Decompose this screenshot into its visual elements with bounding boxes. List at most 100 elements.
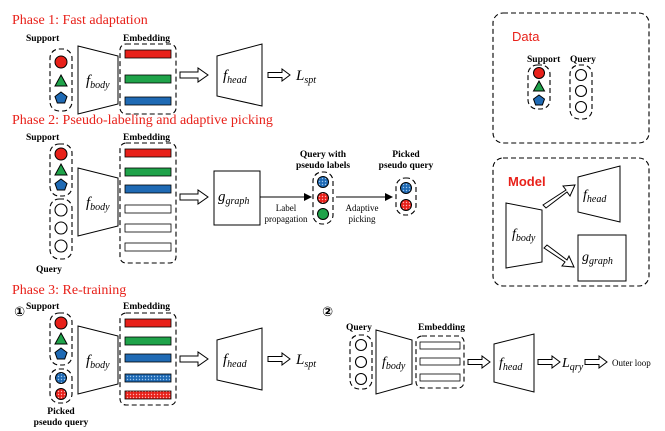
- rectangle-icon: [124, 148, 172, 158]
- phase1-body-fn: fbody: [86, 73, 110, 91]
- circle-icon: [354, 355, 368, 369]
- pentagon-icon: [54, 347, 68, 360]
- circle-icon: [317, 208, 329, 220]
- phase1-loss: Lspt: [295, 68, 316, 86]
- pentagon-icon: [54, 91, 68, 104]
- triangle-icon: [54, 331, 68, 345]
- phase2-graph-fn: ggraph: [218, 189, 249, 207]
- phase3-query-group: [349, 334, 373, 390]
- rectangle-icon: [124, 223, 172, 233]
- circle-icon: [54, 221, 68, 235]
- phase1-head-fn: fhead: [223, 68, 248, 86]
- circle-icon: [54, 316, 68, 330]
- phase3-embedding2-label: Embedding: [418, 323, 465, 333]
- rectangle-icon: [124, 96, 172, 106]
- step1-marker: ①: [14, 305, 25, 320]
- rectangle-icon: [124, 353, 172, 363]
- circle-icon: [54, 203, 68, 217]
- rectangle-icon: [124, 390, 172, 400]
- circle-icon: [54, 55, 68, 69]
- step2-marker: ②: [322, 305, 333, 320]
- rectangle-icon: [124, 74, 172, 84]
- rectangle-icon: [124, 242, 172, 252]
- legend-head-block: [577, 165, 621, 223]
- phase2-title: Phase 2: Pseudo-labeling and adaptive pi…: [12, 113, 273, 128]
- phase3-title: Phase 3: Re-training: [12, 283, 126, 298]
- phase2-query-label: Query: [36, 265, 62, 275]
- query-with-label-1: Query with: [300, 150, 347, 160]
- circle-icon: [574, 84, 588, 98]
- right-arrow-icon: [304, 193, 312, 201]
- legend-data-panel: Data Support Query: [492, 12, 650, 144]
- right-arrow-icon: [385, 193, 393, 201]
- phase3-picked-label-1: Picked: [47, 407, 75, 417]
- phase2-graph-block: [213, 170, 261, 226]
- legend-model-frame: [492, 157, 650, 287]
- legend-model-title: Model: [508, 174, 546, 189]
- triangle-icon: [532, 79, 546, 92]
- phase2-body-block: [77, 167, 119, 237]
- phase2-body-fn: fbody: [86, 195, 110, 213]
- circle-icon: [55, 372, 67, 384]
- right-arrow-icon: [179, 189, 209, 205]
- label-propagation-text-1: Label: [276, 203, 297, 213]
- phase3-body-block: [77, 325, 119, 395]
- phase2-support-group: [49, 143, 73, 197]
- phase1-head-block: [216, 43, 263, 107]
- legend-query-label: Query: [570, 55, 596, 65]
- query-pseudo-group: [312, 171, 334, 225]
- phase1-embedding-label: Embedding: [123, 34, 170, 44]
- outer-loop-label: Outer loop: [612, 358, 651, 368]
- pentagon-icon: [532, 94, 546, 106]
- legend-support-group: [527, 64, 551, 110]
- rectangle-icon: [124, 184, 172, 194]
- triangle-icon: [54, 73, 68, 87]
- circle-icon: [317, 192, 329, 204]
- right-arrow-icon: [467, 355, 491, 369]
- right-arrow-icon: [584, 355, 608, 369]
- phase3-embedding-group: [119, 312, 177, 406]
- rectangle-icon: [124, 167, 172, 177]
- phase3-picked-group: [49, 368, 73, 404]
- phase3-loss: Lspt: [295, 352, 316, 370]
- adaptive-picking-text-2: picking: [349, 214, 376, 224]
- pentagon-icon: [54, 178, 68, 191]
- legend-model-panel: Model fbody fhead ggraph: [492, 157, 650, 287]
- circle-icon: [400, 199, 412, 211]
- right-arrow-icon: [542, 184, 576, 209]
- phase3-body2-fn: fbody: [382, 355, 406, 372]
- legend-body-fn: fbody: [512, 227, 536, 244]
- rectangle-icon: [124, 373, 172, 383]
- legend-data-title: Data: [512, 29, 540, 44]
- phase3-embedding2-group: [415, 335, 465, 389]
- right-arrow-icon: [179, 67, 209, 83]
- phase3-head-fn: fhead: [223, 352, 248, 370]
- phase1-support-group: [49, 48, 73, 112]
- right-arrow-icon: [537, 355, 561, 369]
- phase3-support-label: Support: [26, 302, 60, 312]
- legend-data-frame: [492, 12, 650, 144]
- circle-icon: [54, 147, 68, 161]
- query-with-label-2: pseudo labels: [296, 161, 350, 171]
- phase3-head2-fn: fhead: [499, 356, 523, 373]
- right-arrow-icon: [267, 352, 291, 366]
- circle-icon: [354, 372, 368, 386]
- circle-icon: [317, 176, 329, 188]
- circle-icon: [574, 100, 588, 114]
- legend-query-group: [569, 64, 593, 120]
- rectangle-icon: [124, 204, 172, 214]
- phase2-support-label: Support: [26, 133, 60, 143]
- circle-icon: [400, 182, 412, 194]
- phase3-body-fn: fbody: [86, 353, 110, 371]
- phase3-loss2: Lqry: [561, 356, 584, 373]
- phase2-embedding-label: Embedding: [123, 133, 170, 143]
- right-arrow-icon: [543, 244, 575, 268]
- phase3-embedding-label: Embedding: [123, 302, 170, 312]
- right-arrow-icon: [179, 351, 209, 367]
- phase3-picked-label-2: pseudo query: [34, 418, 89, 428]
- rectangle-icon: [124, 49, 172, 59]
- phase2-embedding-group: [119, 142, 177, 264]
- phase2-query-group: [49, 198, 73, 260]
- picked-label-2: pseudo query: [379, 161, 434, 171]
- right-arrow-icon: [267, 68, 291, 82]
